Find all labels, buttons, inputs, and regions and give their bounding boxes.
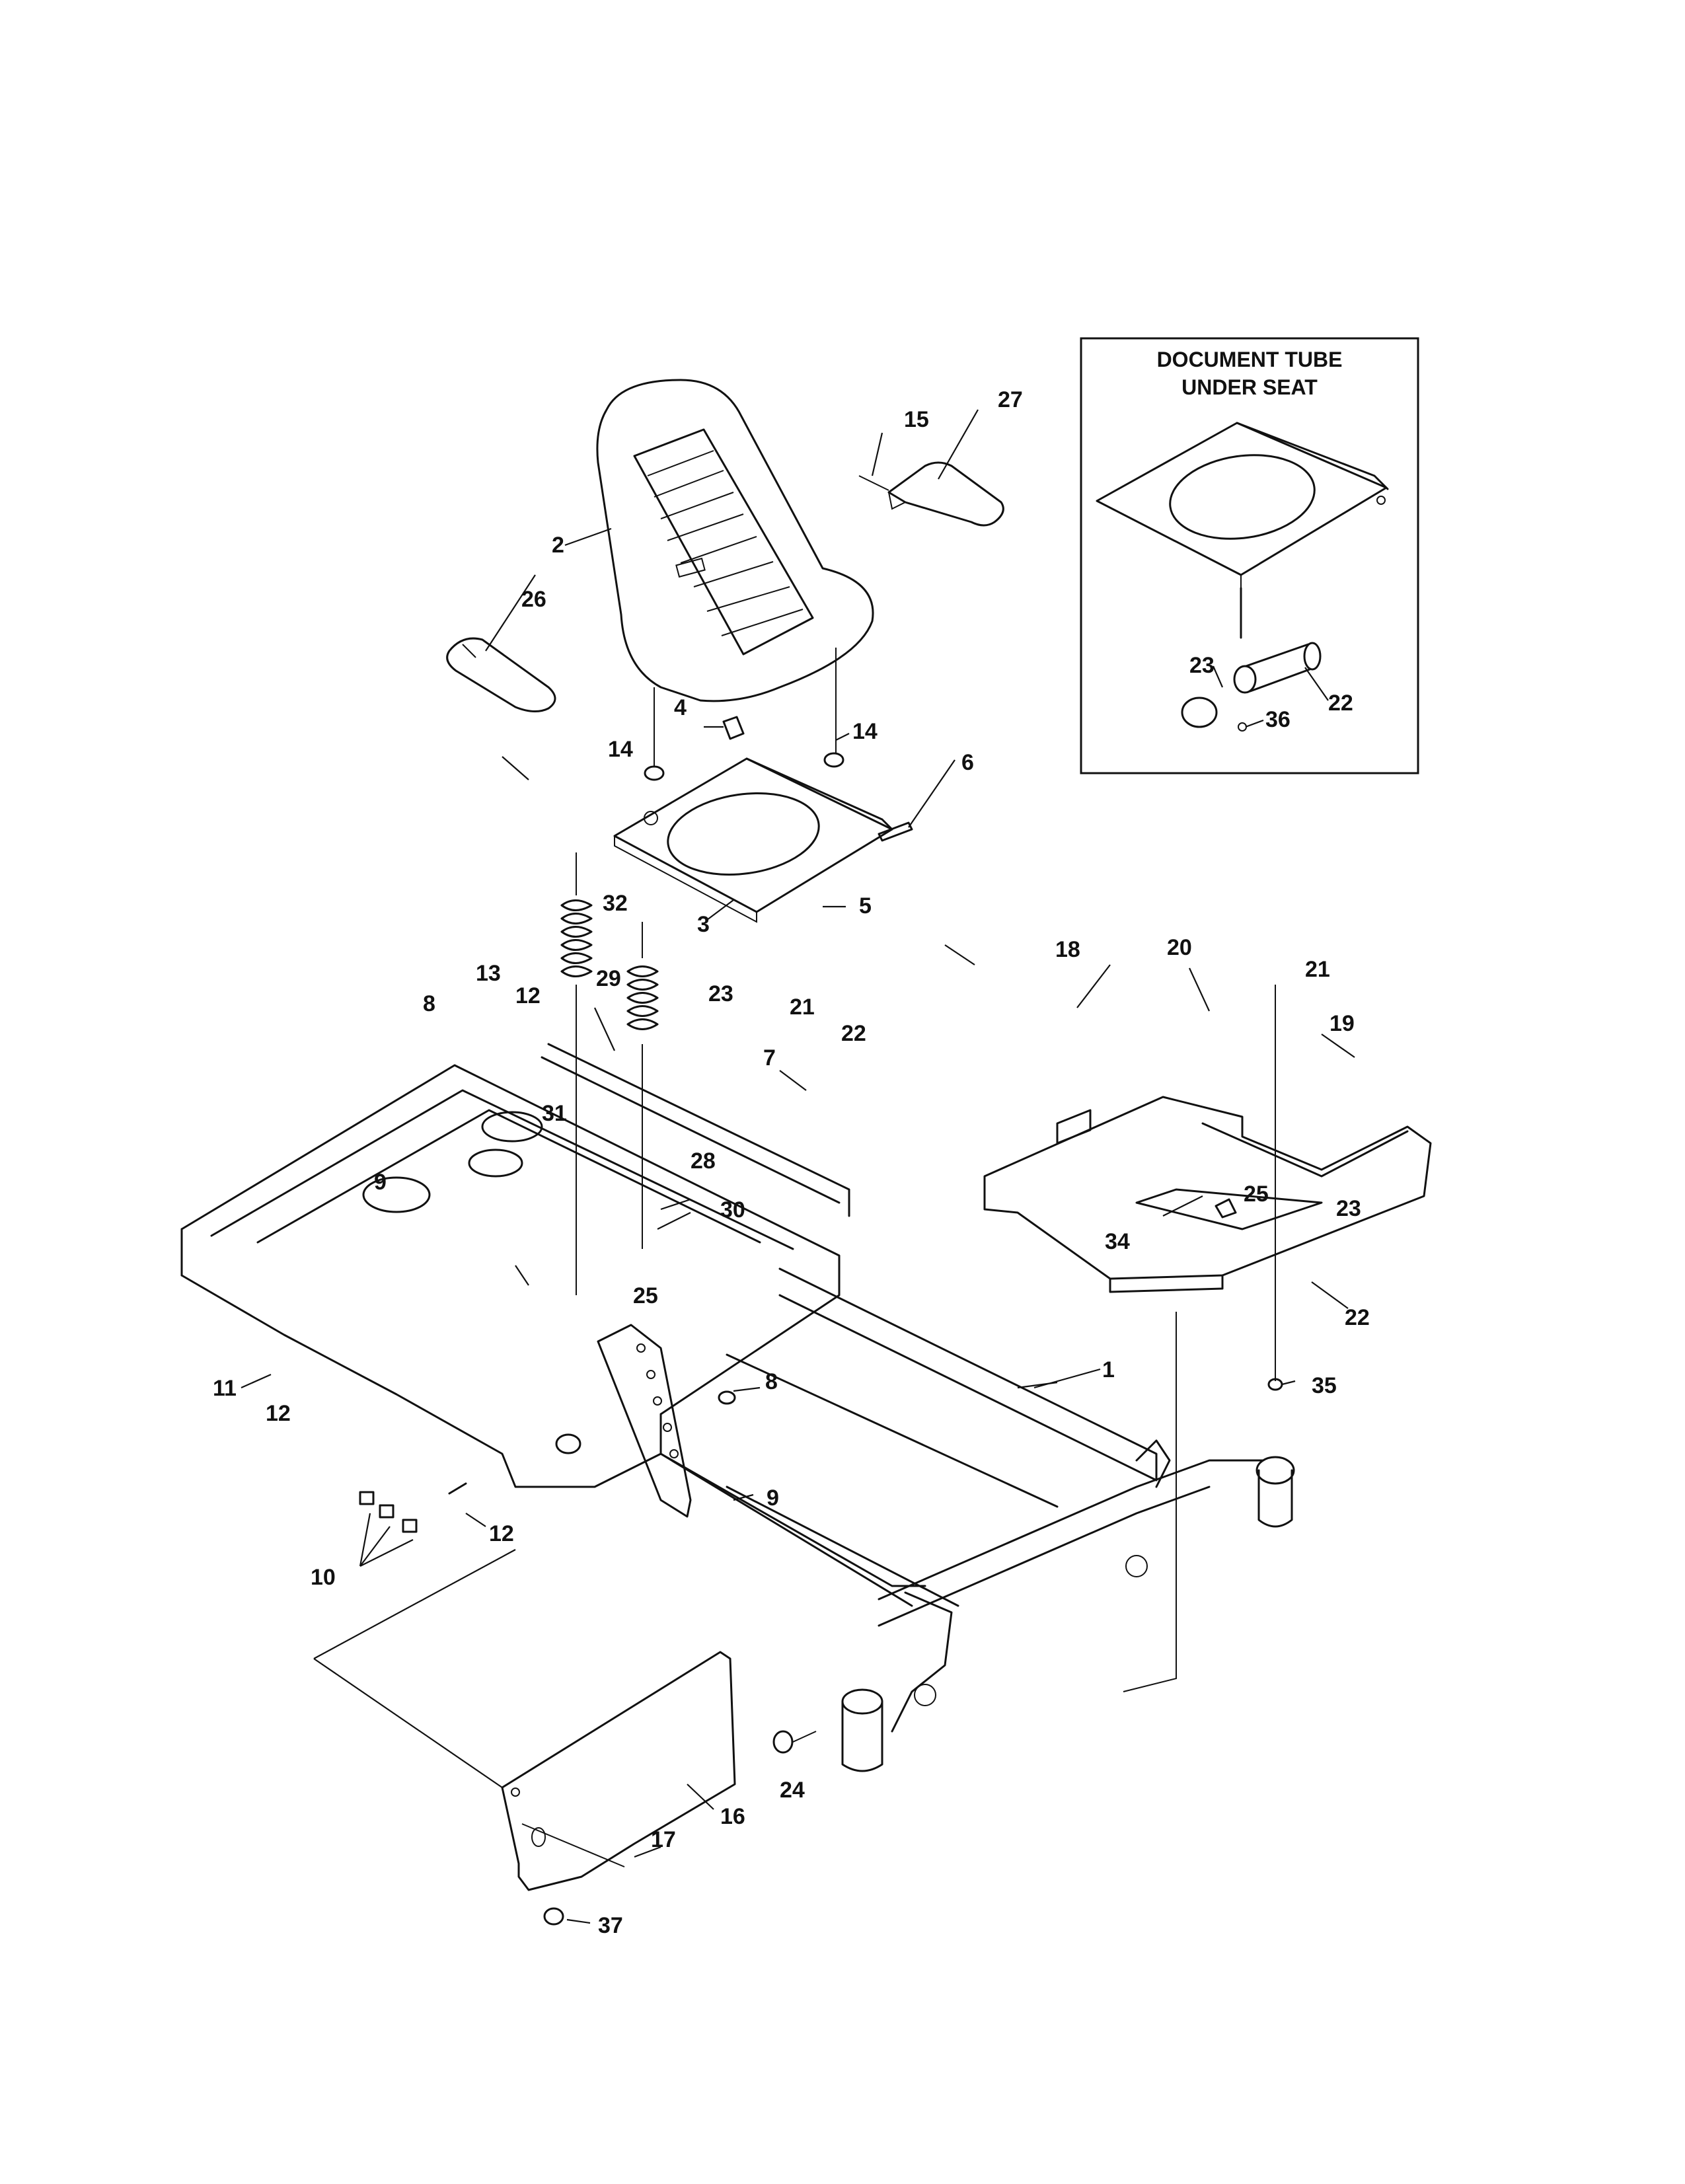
callout-12c: 12	[489, 1521, 514, 1546]
callout-2: 2	[552, 533, 564, 558]
callout-28: 28	[691, 1148, 716, 1174]
callout-23b: 23	[1336, 1196, 1361, 1221]
callout-4: 4	[674, 695, 687, 720]
callout-11: 11	[213, 1376, 237, 1401]
callout-31: 31	[542, 1101, 567, 1126]
floor-pan	[983, 1096, 1432, 1293]
callout-32: 32	[603, 891, 628, 916]
callout-12b: 12	[266, 1401, 291, 1426]
seat-hardware	[644, 648, 913, 842]
callout-22b: 22	[1345, 1305, 1370, 1330]
callout-12a: 12	[515, 983, 541, 1008]
callout-37: 37	[598, 1913, 623, 1938]
callout-13: 13	[476, 961, 501, 986]
callouts: 1 2 3 4 5 6 7 8 8 9 9 10 11 12 12 12 13 …	[213, 387, 1370, 1938]
fasteners	[359, 985, 1283, 1926]
frame	[659, 1267, 1295, 1772]
inset-callout-36: 36	[1265, 707, 1291, 732]
inset-seat-plate	[1096, 422, 1389, 588]
armrest-right	[858, 461, 1004, 527]
inset-title-line2: UNDER SEAT	[1181, 375, 1318, 399]
callout-35: 35	[1312, 1373, 1337, 1398]
callout-21a: 21	[790, 995, 815, 1020]
callout-30: 30	[720, 1197, 745, 1223]
seat	[596, 379, 874, 702]
callout-23a: 23	[708, 981, 733, 1006]
inset-callout-22: 22	[1328, 691, 1353, 716]
callout-34: 34	[1105, 1229, 1130, 1254]
armrest-left	[446, 637, 556, 712]
callout-3: 3	[697, 912, 710, 937]
callout-8b: 8	[765, 1369, 778, 1394]
document-tube-inset: DOCUMENT TUBE UNDER SEAT 23 22 36	[1080, 337, 1419, 774]
callout-10: 10	[311, 1565, 336, 1590]
callout-27: 27	[998, 387, 1023, 412]
callout-5: 5	[859, 893, 872, 919]
callout-25a: 25	[633, 1283, 658, 1308]
callout-1: 1	[1102, 1357, 1115, 1382]
callout-25b: 25	[1244, 1182, 1269, 1207]
callout-16: 16	[720, 1804, 745, 1829]
callout-19: 19	[1329, 1011, 1355, 1036]
seat-spring	[560, 852, 593, 1295]
seat-spring-2	[626, 922, 659, 1249]
callout-29: 29	[596, 966, 621, 991]
callout-18: 18	[1055, 937, 1080, 962]
callout-15: 15	[904, 407, 929, 432]
callout-7: 7	[763, 1045, 776, 1071]
callout-24: 24	[780, 1778, 805, 1803]
chassis	[180, 1043, 850, 1518]
callout-26: 26	[521, 587, 546, 612]
callout-9a: 9	[374, 1170, 387, 1195]
leader-lines	[241, 409, 1355, 1924]
inset-title-line1: DOCUMENT TUBE	[1157, 348, 1343, 371]
callout-20: 20	[1167, 935, 1192, 960]
callout-14b: 14	[852, 719, 878, 744]
callout-14a: 14	[608, 737, 633, 762]
callout-21b: 21	[1305, 957, 1330, 982]
callout-6: 6	[961, 750, 974, 775]
inset-callout-23: 23	[1189, 653, 1215, 678]
callout-8a: 8	[423, 991, 435, 1016]
callout-22a: 22	[841, 1021, 866, 1046]
seat-plate	[613, 757, 893, 923]
callout-9b: 9	[767, 1486, 779, 1511]
inset-document-tube	[1181, 587, 1322, 732]
callout-17: 17	[651, 1827, 676, 1852]
